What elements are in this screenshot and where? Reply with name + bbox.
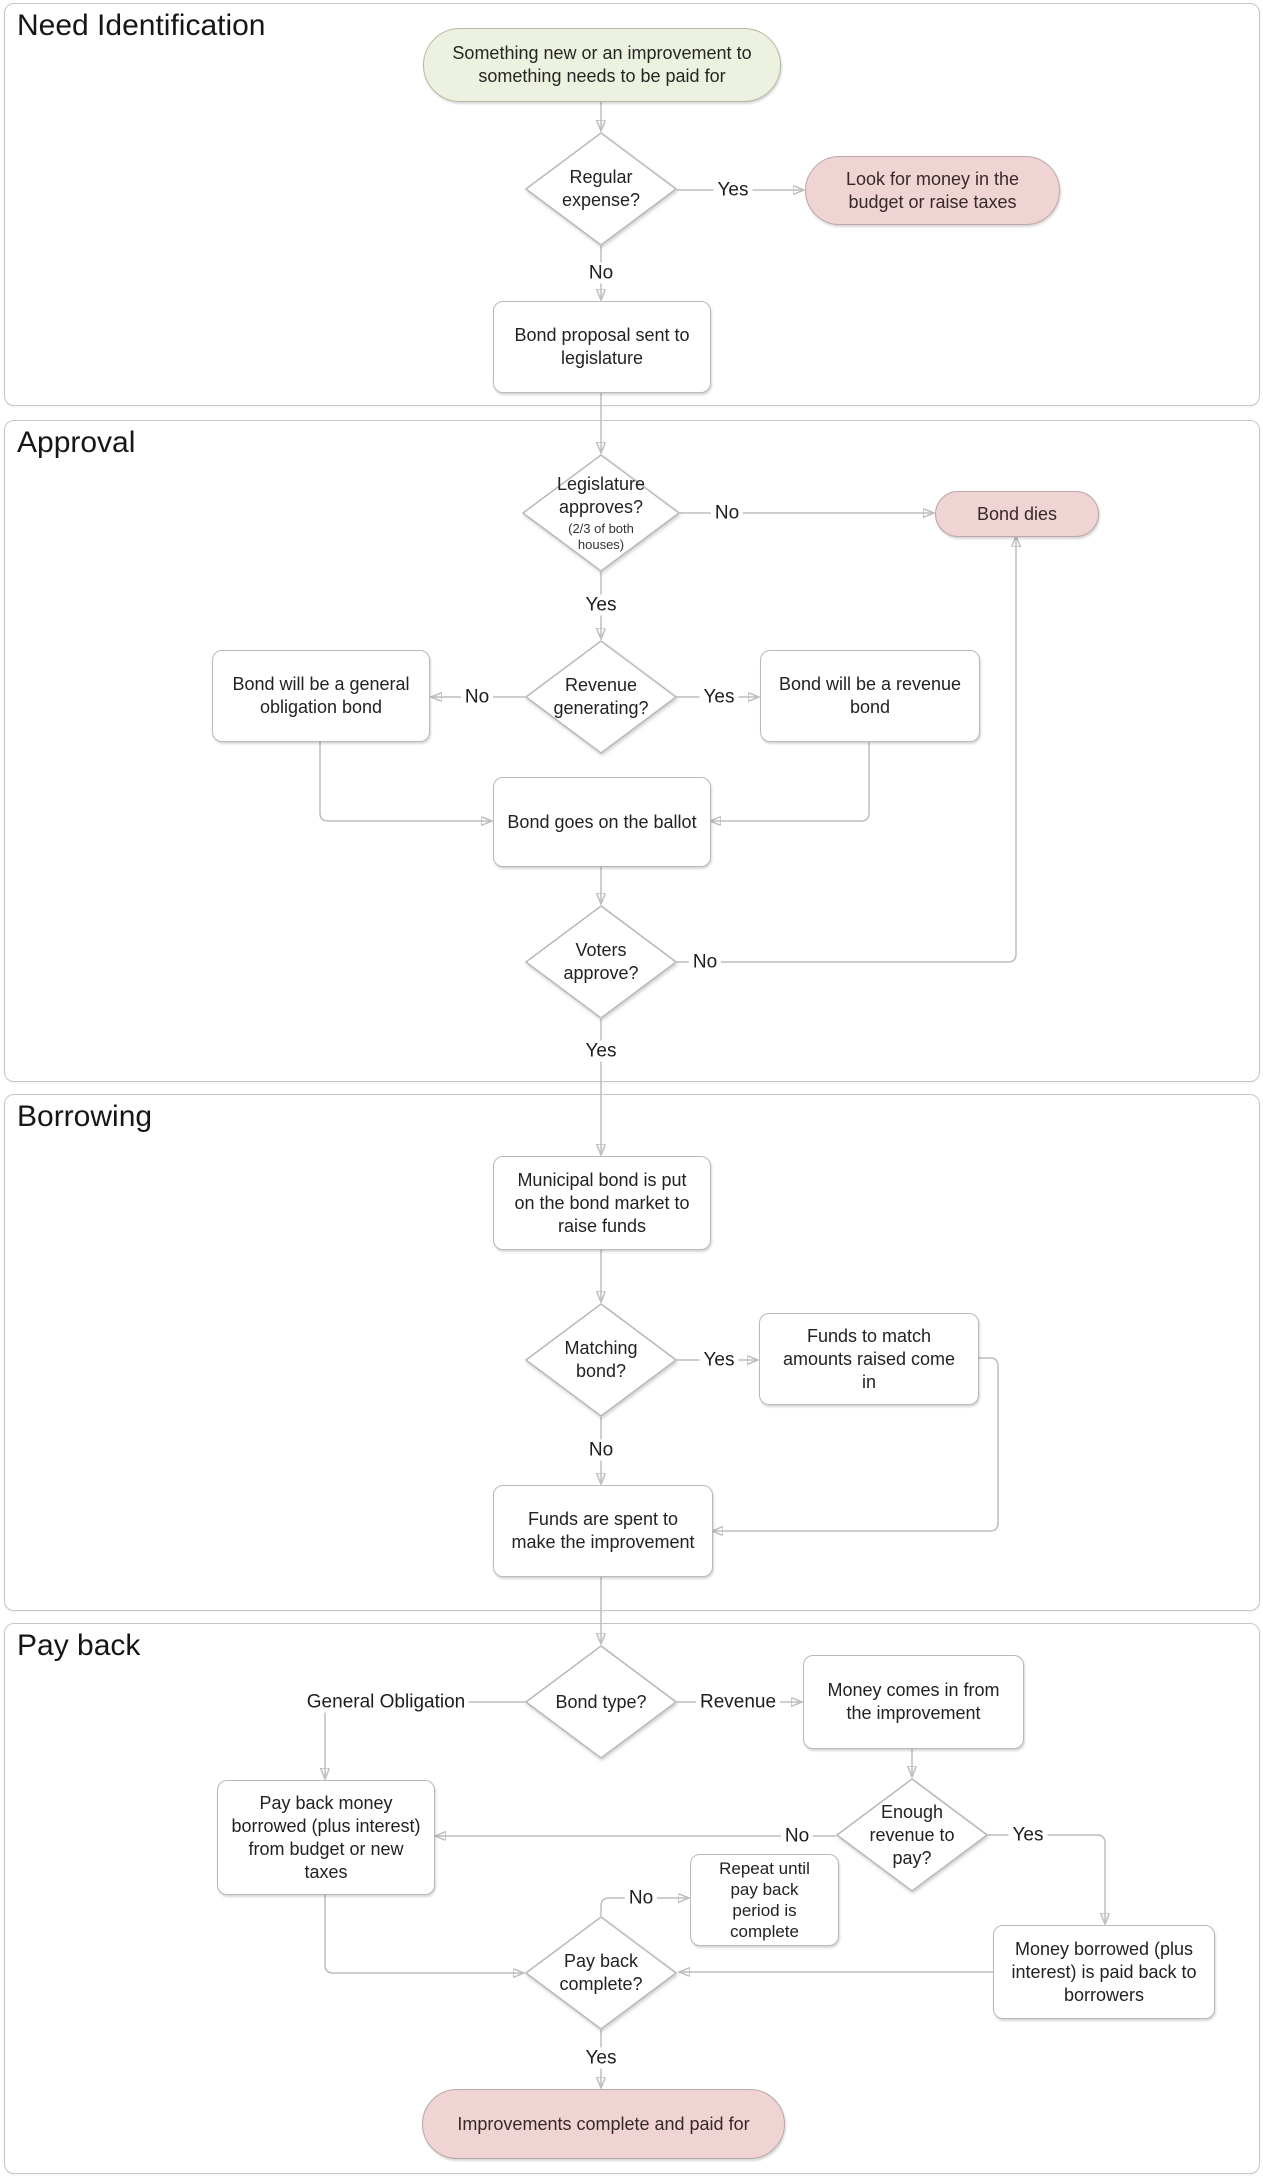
node-funds-spent: Funds are spent to make the improvement	[493, 1485, 713, 1577]
label-matching-yes: Yes	[699, 1349, 739, 1371]
node-start: Something new or an improvement to somet…	[423, 28, 781, 102]
diamond-shape	[525, 1916, 677, 2030]
label-legislature-yes: Yes	[581, 594, 621, 616]
section-title-need-identification: Need Identification	[17, 9, 266, 42]
node-start-label: Something new or an improvement to somet…	[452, 43, 752, 86]
node-bond-proposal: Bond proposal sent to legislature	[493, 301, 711, 393]
node-money-comes-in-label: Money comes in from the improvement	[827, 1680, 1000, 1723]
node-ballot-label: Bond goes on the ballot	[507, 811, 697, 832]
node-bond-dies-label: Bond dies	[976, 503, 1058, 524]
node-enough-revenue: Enough revenue to pay?	[836, 1778, 988, 1892]
diamond-shape	[525, 1645, 677, 1759]
label-voters-no: No	[688, 951, 722, 973]
node-improvements-complete: Improvements complete and paid for	[422, 2089, 785, 2159]
legislature-main-label: Legislature approves?	[556, 474, 646, 517]
label-revenue-generating-yes: Yes	[699, 686, 739, 708]
label-voters-yes: Yes	[581, 1040, 621, 1062]
node-repeat-until-label: Repeat until pay back period is complete	[719, 1859, 810, 1941]
label-enough-yes: Yes	[1008, 1824, 1048, 1846]
node-voters-approve: Voters approve?	[525, 905, 677, 1019]
node-bond-type: Bond type?	[525, 1645, 677, 1759]
node-repeat-until: Repeat until pay back period is complete	[690, 1854, 839, 1946]
node-money-comes-in: Money comes in from the improvement	[803, 1655, 1024, 1749]
node-municipal-bond-market-label: Municipal bond is put on the bond market…	[514, 1169, 690, 1236]
node-funds-match: Funds to match amounts raised come in	[759, 1313, 979, 1405]
node-regular-expense-label: Regular expense?	[561, 167, 641, 210]
node-funds-spent-label: Funds are spent to make the improvement	[511, 1509, 695, 1552]
label-regular-expense-no: No	[584, 262, 618, 284]
label-bond-type-revenue: Revenue	[695, 1691, 781, 1713]
label-complete-yes: Yes	[581, 2047, 621, 2069]
label-regular-expense-yes: Yes	[713, 179, 753, 201]
node-bond-dies: Bond dies	[935, 491, 1099, 537]
node-general-obligation-bond: Bond will be a general obligation bond	[212, 650, 430, 742]
legislature-sub-label: (2/3 of both houses)	[568, 521, 634, 552]
node-revenue-generating-label: Revenue generating?	[553, 675, 649, 718]
node-look-for-money-label: Look for money in the budget or raise ta…	[845, 168, 1020, 212]
node-revenue-generating: Revenue generating?	[525, 640, 677, 754]
node-pay-back-complete-label: Pay back complete?	[559, 1951, 643, 1994]
node-legislature-approves: Legislature approves? (2/3 of both house…	[522, 454, 680, 572]
node-improvements-complete-label: Improvements complete and paid for	[457, 2113, 750, 2134]
diamond-shape	[525, 905, 677, 1019]
node-funds-match-label: Funds to match amounts raised come in	[782, 1325, 956, 1392]
label-matching-no: No	[584, 1439, 618, 1461]
node-money-paid-back: Money borrowed (plus interest) is paid b…	[993, 1925, 1215, 2019]
node-enough-revenue-label: Enough revenue to pay?	[869, 1801, 955, 1868]
label-legislature-no: No	[710, 502, 744, 524]
node-look-for-money: Look for money in the budget or raise ta…	[805, 156, 1060, 225]
node-revenue-bond-label: Bond will be a revenue bond	[778, 674, 962, 717]
node-voters-approve-label: Voters approve?	[563, 940, 639, 983]
diamond-shape	[525, 1303, 677, 1417]
node-pay-back-money: Pay back money borrowed (plus interest) …	[217, 1780, 435, 1895]
node-matching-bond: Matching bond?	[525, 1303, 677, 1417]
label-complete-no: No	[624, 1887, 658, 1909]
node-pay-back-complete: Pay back complete?	[525, 1916, 677, 2030]
section-title-borrowing: Borrowing	[17, 1100, 153, 1133]
section-title-approval: Approval	[17, 426, 136, 459]
label-bond-type-general-obligation: General Obligation	[302, 1691, 470, 1713]
node-ballot: Bond goes on the ballot	[493, 777, 711, 867]
node-municipal-bond-market: Municipal bond is put on the bond market…	[493, 1156, 711, 1250]
diamond-shape	[522, 454, 680, 572]
label-revenue-generating-no: No	[460, 686, 494, 708]
diamond-shape	[525, 640, 677, 754]
node-pay-back-money-label: Pay back money borrowed (plus interest) …	[231, 1792, 421, 1882]
node-bond-proposal-label: Bond proposal sent to legislature	[514, 325, 690, 368]
node-bond-type-label: Bond type?	[555, 1691, 647, 1712]
node-general-obligation-bond-label: Bond will be a general obligation bond	[232, 674, 410, 717]
section-title-pay-back: Pay back	[17, 1629, 141, 1662]
label-enough-no: No	[780, 1825, 814, 1847]
node-legislature-approves-label: Legislature approves? (2/3 of both house…	[502, 454, 700, 572]
node-revenue-bond: Bond will be a revenue bond	[760, 650, 980, 742]
diamond-shape	[836, 1778, 988, 1892]
diamond-shape	[525, 132, 677, 246]
node-money-paid-back-label: Money borrowed (plus interest) is paid b…	[1011, 1938, 1197, 2005]
node-matching-bond-label: Matching bond?	[564, 1338, 638, 1381]
node-regular-expense: Regular expense?	[525, 132, 677, 246]
